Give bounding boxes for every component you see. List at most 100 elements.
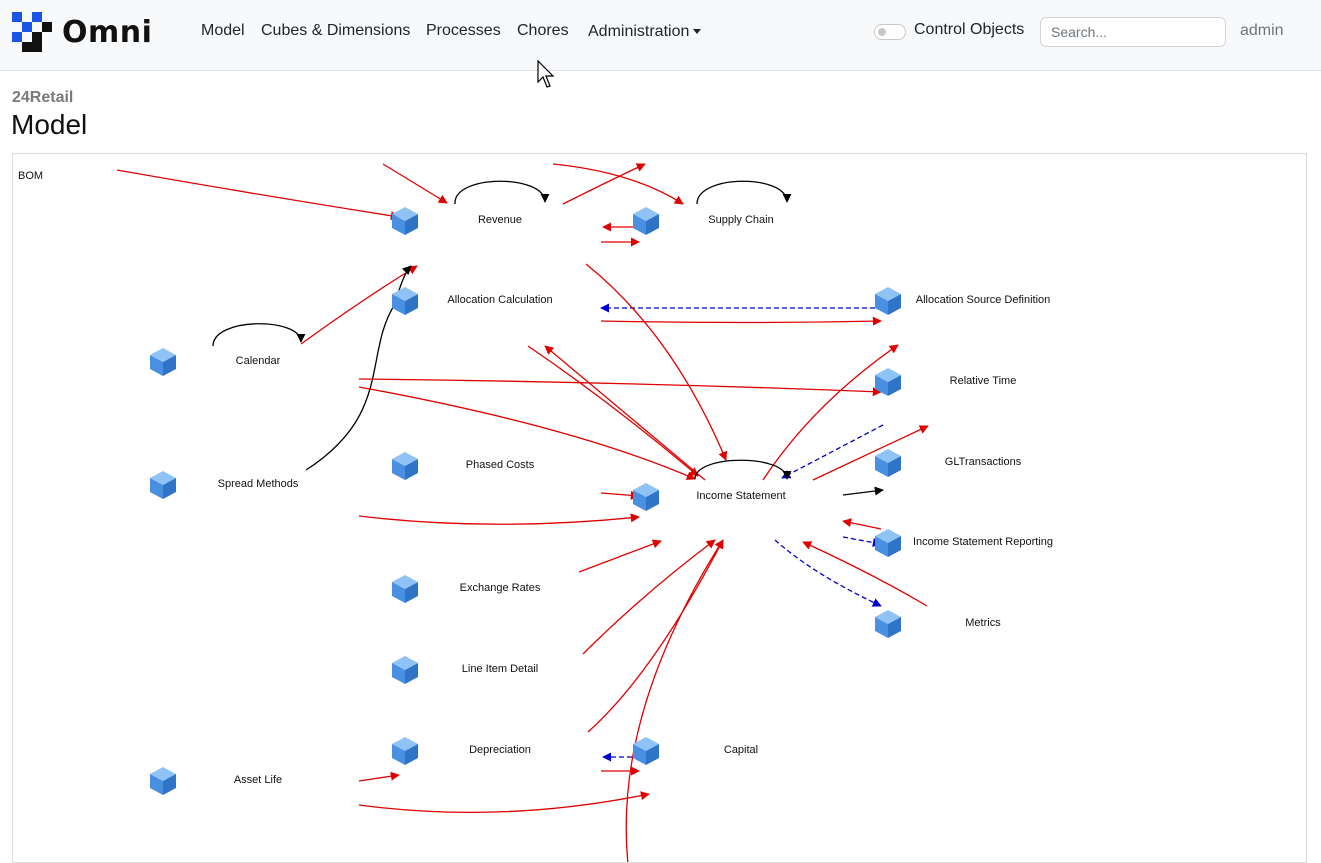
dependency-edge bbox=[358, 378, 882, 397]
cube-label: Revenue bbox=[477, 214, 523, 226]
dependency-edge bbox=[781, 424, 884, 479]
dependency-edge bbox=[696, 180, 792, 205]
cube-icon bbox=[633, 207, 659, 235]
search-input[interactable] bbox=[1040, 17, 1226, 47]
cube-node-phased-costs[interactable]: Phased Costs bbox=[390, 450, 610, 522]
caret-down-icon bbox=[693, 29, 702, 35]
dependency-edge bbox=[358, 771, 400, 782]
cube-node-spread-methods[interactable]: Spread Methods bbox=[148, 469, 368, 541]
cube-icon bbox=[150, 767, 176, 795]
cube-node-metrics[interactable]: Metrics bbox=[873, 608, 1093, 680]
cube-node-allocation-source-definition[interactable]: Allocation Source Definition bbox=[873, 285, 1093, 357]
dependency-edges bbox=[116, 163, 929, 862]
cube-node-income-statement-reporting[interactable]: Income Statement Reporting bbox=[873, 527, 1093, 599]
nav-administration-label: Administration bbox=[588, 23, 690, 40]
dependency-edge bbox=[587, 539, 724, 733]
dependency-edge bbox=[562, 163, 646, 205]
dependency-edge bbox=[585, 263, 728, 461]
dependency-edge bbox=[842, 486, 884, 496]
cube-node-supply-chain[interactable]: Supply Chain bbox=[631, 205, 851, 277]
cube-node-gltransactions[interactable]: GLTransactions bbox=[873, 447, 1093, 519]
cube-icon bbox=[875, 529, 901, 557]
nav-chores[interactable]: Chores bbox=[517, 22, 569, 39]
mouse-cursor-icon bbox=[537, 60, 555, 88]
nav-administration[interactable]: Administration bbox=[588, 23, 702, 41]
cube-label: Spread Methods bbox=[217, 478, 299, 490]
cube-label: Calendar bbox=[235, 355, 281, 367]
cube-label: Income Statement bbox=[696, 490, 786, 502]
cube-node-depreciation[interactable]: Depreciation bbox=[390, 735, 610, 807]
cube-label: Supply Chain bbox=[708, 214, 774, 226]
cube-node-allocation-calculation[interactable]: Allocation Calculation bbox=[390, 285, 610, 357]
cube-label: Capital bbox=[723, 744, 759, 756]
cube-icon bbox=[875, 610, 901, 638]
dependency-edge bbox=[212, 323, 306, 347]
cube-icon bbox=[150, 471, 176, 499]
dependency-edge bbox=[812, 425, 929, 481]
dependency-edge bbox=[842, 536, 882, 547]
cube-label: Depreciation bbox=[469, 744, 531, 756]
page-title: Model bbox=[11, 109, 88, 140]
cube-icon bbox=[150, 348, 176, 376]
cube-label: Relative Time bbox=[949, 375, 1017, 387]
dependency-edge bbox=[694, 459, 792, 480]
cube-icon bbox=[875, 368, 901, 396]
cube-label: Phased Costs bbox=[465, 459, 535, 471]
cube-node-revenue[interactable]: Revenue bbox=[390, 205, 610, 277]
cube-node-income-statement[interactable]: Income Statement bbox=[631, 481, 851, 553]
omni-logo-icon bbox=[12, 12, 52, 52]
dependency-edge bbox=[625, 539, 724, 862]
dependency-edge bbox=[774, 539, 882, 607]
nav-processes[interactable]: Processes bbox=[426, 22, 501, 39]
control-objects-toggle[interactable] bbox=[874, 24, 906, 40]
breadcrumb[interactable]: 24Retail bbox=[12, 89, 74, 106]
dependency-edge bbox=[600, 316, 882, 326]
user-menu[interactable]: admin bbox=[1240, 22, 1284, 39]
cube-label: Metrics bbox=[965, 617, 1001, 629]
cube-icon bbox=[392, 207, 418, 235]
cube-node-capital[interactable]: Capital bbox=[631, 735, 851, 807]
top-navbar: Omni Model Cubes & Dimensions Processes … bbox=[0, 0, 1321, 71]
dependency-edge bbox=[358, 791, 650, 814]
dependency-edge bbox=[842, 518, 882, 530]
dependency-edge bbox=[582, 539, 716, 655]
cube-node-calendar[interactable]: Calendar bbox=[148, 346, 368, 418]
brand[interactable]: Omni bbox=[12, 12, 152, 52]
dependency-edge bbox=[600, 490, 640, 500]
dependency-edge bbox=[578, 539, 662, 573]
dependency-edge bbox=[358, 386, 696, 480]
cube-label: Line Item Detail bbox=[461, 663, 539, 675]
cube-label: Allocation Calculation bbox=[447, 294, 553, 306]
dependency-edge bbox=[454, 180, 550, 205]
cube-icon bbox=[392, 575, 418, 603]
cube-icon bbox=[875, 287, 901, 315]
dependency-edge bbox=[544, 345, 706, 481]
cube-icon bbox=[392, 737, 418, 765]
dependency-edge bbox=[116, 169, 400, 221]
dependency-edge bbox=[382, 163, 448, 204]
cube-node-relative-time[interactable]: Relative Time bbox=[873, 366, 1093, 438]
dependency-edge bbox=[305, 265, 412, 471]
cube-node-asset-life[interactable]: Asset Life bbox=[148, 765, 368, 837]
cube-node-line-item-detail[interactable]: Line Item Detail bbox=[390, 654, 610, 726]
cube-label: Asset Life bbox=[233, 774, 283, 786]
cube-label: Income Statement Reporting bbox=[912, 536, 1054, 548]
bom-label: BOM bbox=[18, 170, 44, 182]
dependency-edge bbox=[762, 344, 899, 481]
brand-name: Omni bbox=[62, 14, 153, 50]
nav-cubes-dimensions[interactable]: Cubes & Dimensions bbox=[261, 22, 411, 39]
dependency-edge bbox=[802, 541, 928, 607]
cube-label: Allocation Source Definition bbox=[915, 294, 1051, 306]
cube-icon bbox=[875, 449, 901, 477]
dependency-edge bbox=[527, 345, 699, 477]
cube-icon bbox=[392, 452, 418, 480]
cube-icon bbox=[633, 483, 659, 511]
toggle-knob bbox=[878, 28, 886, 36]
cube-icon bbox=[392, 287, 418, 315]
control-objects-label: Control Objects bbox=[914, 21, 1025, 38]
dependency-edge bbox=[358, 513, 640, 525]
cube-node-exchange-rates[interactable]: Exchange Rates bbox=[390, 573, 610, 645]
cube-label: GLTransactions bbox=[944, 456, 1022, 468]
nav-model[interactable]: Model bbox=[201, 22, 245, 39]
